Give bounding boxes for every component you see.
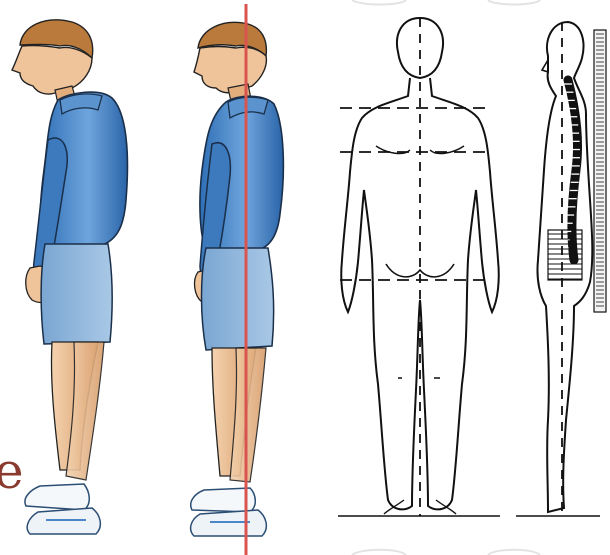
side-view-spine-line-drawing	[516, 22, 606, 516]
cut-off-text: e	[0, 446, 24, 496]
back-view-line-drawing	[338, 0, 540, 555]
side-view-plumb-line	[191, 4, 284, 555]
spine-icon	[568, 80, 578, 260]
side-view-slouched	[12, 20, 127, 534]
shorts-icon	[202, 248, 274, 350]
shoe-icon	[25, 484, 89, 510]
shorts-icon	[41, 244, 112, 344]
face-icon	[12, 46, 92, 94]
body-outline	[537, 22, 592, 512]
face-icon	[194, 47, 266, 93]
